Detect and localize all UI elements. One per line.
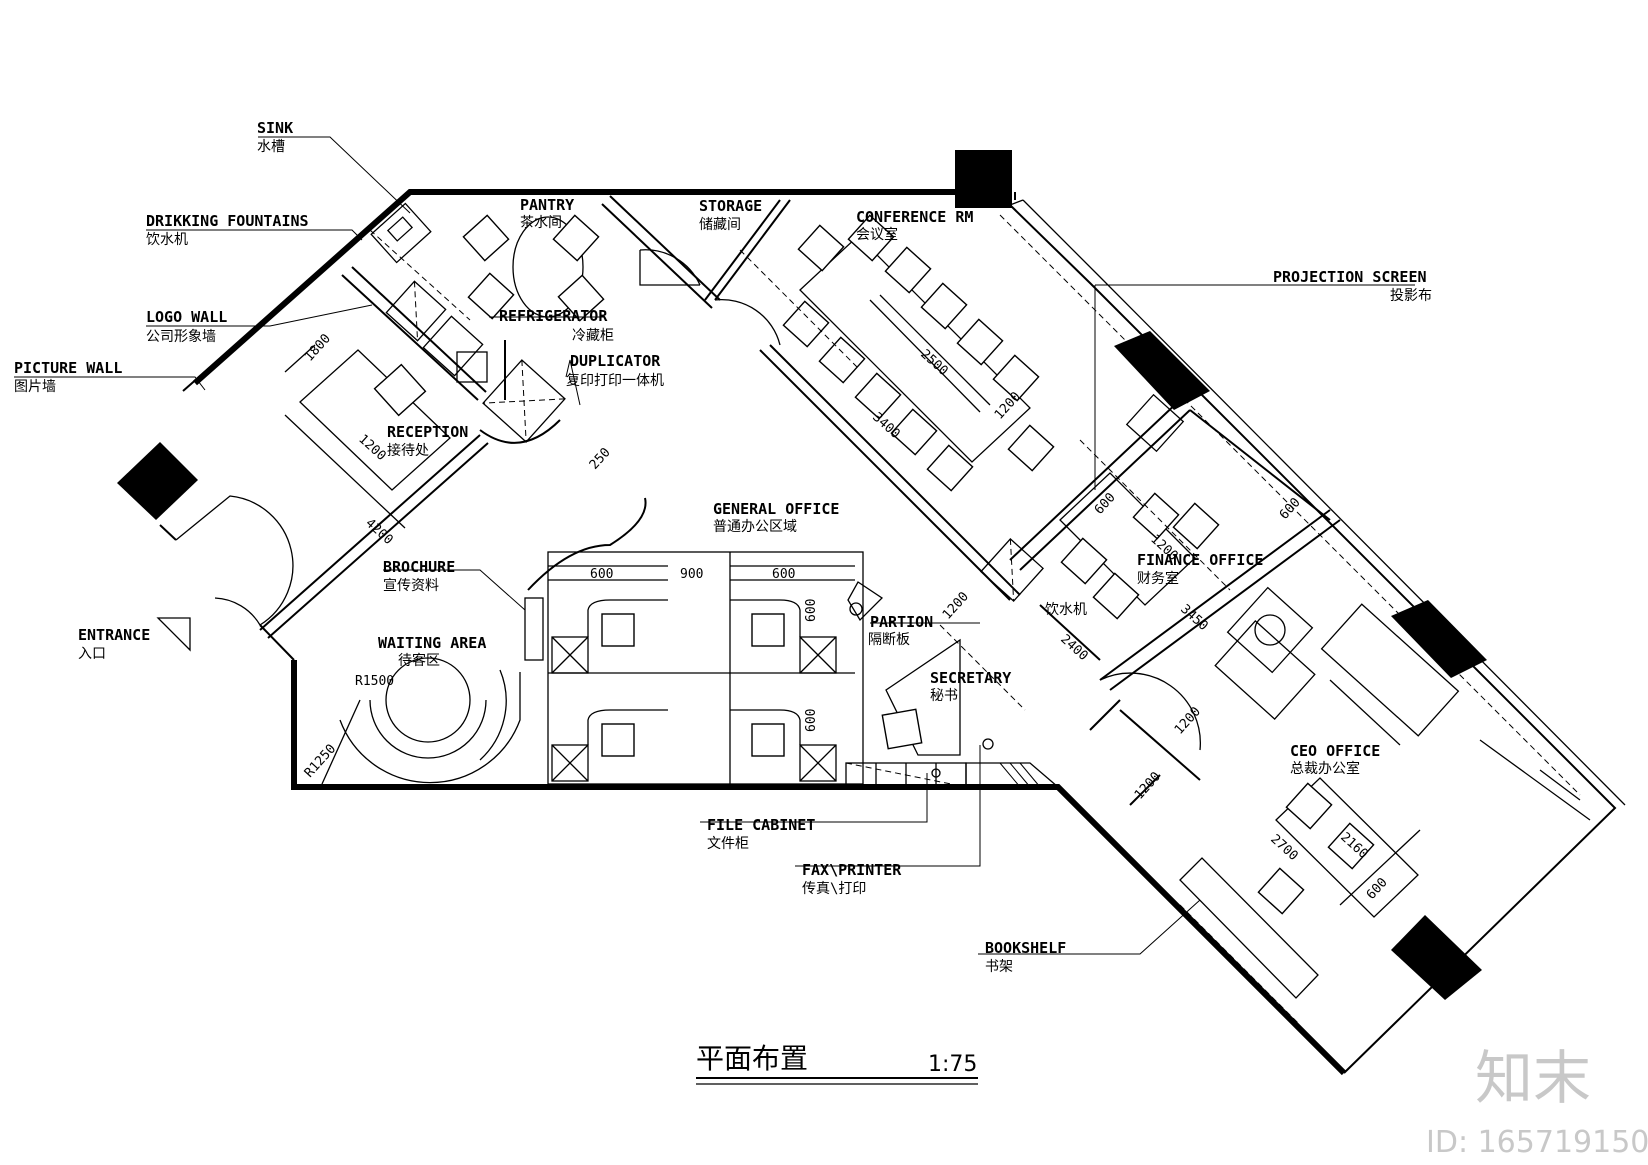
label-bookshelf: BOOKSHELF — [985, 939, 1066, 957]
label-general-office-cn: 普通办公区域 — [713, 519, 797, 535]
label-ceo-cn: 总裁办公室 — [1290, 760, 1360, 777]
dim-900: 900 — [680, 567, 703, 582]
dim-2500: 2500 — [917, 347, 950, 379]
label-partion-cn: 隔断板 — [868, 632, 910, 648]
dim-600-a: 600 — [590, 567, 613, 582]
finance-door — [1099, 672, 1201, 751]
label-picture-wall-cn: 图片墙 — [14, 379, 56, 395]
secretary-area — [881, 624, 1026, 778]
dim-600-d: 600 — [804, 709, 819, 732]
label-pantry-cn: 茶水间 — [520, 215, 562, 231]
column-right-mid — [1391, 600, 1487, 678]
interior-walls — [159, 195, 1341, 806]
finance-office — [980, 393, 1231, 620]
label-projection-cn: 投影布 — [1390, 288, 1432, 304]
leader-lines — [14, 136, 1201, 955]
label-duplicator: DUPLICATOR — [570, 352, 661, 370]
label-fountains-cn: 饮水机 — [146, 232, 188, 248]
dim-600-fin: 600 — [1092, 490, 1119, 517]
label-storage: STORAGE — [699, 197, 762, 215]
dim-600-c: 600 — [804, 599, 819, 622]
watermark-brand: 知末 — [1475, 1044, 1591, 1112]
dim-r1500: R1500 — [355, 674, 394, 689]
entrance-arrow — [156, 617, 191, 652]
column-right-bottom — [1391, 915, 1482, 1000]
label-reception-cn: 接待处 — [387, 442, 429, 459]
label-entrance-cn: 入口 — [78, 646, 106, 662]
label-ceo: CEO OFFICE — [1290, 742, 1380, 760]
label-general-office: GENERAL OFFICE — [713, 500, 839, 518]
file-cabinet-strip — [845, 762, 1060, 788]
outer-walls — [182, 189, 1626, 1076]
label-refrigerator: REFRIGERATOR — [499, 307, 608, 325]
drawing-title: 平面布置 — [696, 1042, 808, 1075]
dim-1200-ceo-b: 1200 — [1132, 769, 1164, 802]
label-sink: SINK — [257, 119, 293, 137]
watermark: 知末 ID: 165719150 — [1426, 1044, 1648, 1160]
dim-r1250: R1250 — [302, 742, 339, 781]
label-logo-wall-cn: 公司形象墙 — [146, 329, 216, 345]
column-left — [117, 442, 198, 520]
label-water-dispenser: 饮水机 — [1045, 602, 1087, 618]
label-waiting-cn: 待客区 — [398, 652, 440, 669]
entrance-door — [175, 495, 294, 626]
label-fountains: DRIKKING FOUNTAINS — [146, 212, 309, 230]
label-refrigerator-cn: 冷藏柜 — [572, 328, 614, 344]
drawing-scale: 1:75 — [928, 1052, 977, 1077]
title-block: 平面布置 1:75 — [696, 1042, 978, 1085]
label-file-cabinet: FILE CABINET — [707, 816, 815, 834]
label-logo-wall: LOGO WALL — [146, 308, 227, 326]
label-pantry: PANTRY — [520, 196, 574, 214]
label-entrance: ENTRANCE — [78, 626, 150, 644]
label-finance: FINANCE OFFICE — [1137, 551, 1263, 569]
general-office — [527, 497, 884, 785]
watermark-id: ID: 165719150 — [1426, 1125, 1648, 1160]
label-storage-cn: 储藏间 — [699, 217, 741, 233]
pantry — [369, 202, 605, 444]
label-sink-cn: 水槽 — [257, 139, 285, 155]
storage-door — [639, 250, 700, 286]
label-conference: CONFERENCE RM — [856, 208, 973, 226]
dim-250: 250 — [587, 445, 614, 472]
dim-600-right: 600 — [1277, 495, 1304, 522]
dim-4200: 4200 — [362, 516, 395, 548]
label-fax: FAX\PRINTER — [802, 861, 902, 879]
label-secretary-cn: 秘书 — [930, 688, 958, 704]
brochure-stand — [524, 597, 544, 661]
waiting-area — [321, 657, 521, 785]
dimension-texts: 600 900 600 600 600 1200 4200 2500 3400 … — [302, 331, 1391, 902]
label-waiting: WAITING AREA — [378, 634, 486, 652]
label-brochure: BROCHURE — [383, 558, 455, 576]
label-partion: PARTION — [870, 613, 933, 631]
label-reception: RECEPTION — [387, 423, 468, 441]
label-bookshelf-cn: 书架 — [985, 959, 1013, 975]
dim-2700: 2700 — [1267, 832, 1300, 864]
label-secretary: SECRETARY — [930, 669, 1011, 687]
column-top — [955, 150, 1012, 208]
label-finance-cn: 财务室 — [1137, 570, 1179, 587]
dim-600-b: 600 — [772, 567, 795, 582]
dim-1200-sec: 1200 — [940, 589, 972, 622]
dim-2400: 2400 — [1057, 632, 1090, 664]
ceo-office — [1179, 586, 1591, 1026]
room-labels: SINK 水槽 DRIKKING FOUNTAINS 饮水机 LOGO WALL… — [14, 119, 1432, 975]
label-fax-cn: 传真\打印 — [802, 880, 866, 897]
label-picture-wall: PICTURE WALL — [14, 359, 122, 377]
label-file-cabinet-cn: 文件柜 — [707, 836, 749, 852]
label-projection: PROJECTION SCREEN — [1273, 268, 1427, 286]
dim-1800: 1800 — [302, 331, 334, 364]
label-conference-cn: 会议室 — [856, 226, 898, 243]
conference-room — [739, 214, 1055, 492]
reception-desk — [284, 344, 451, 529]
column-projection — [1114, 331, 1210, 410]
label-brochure-cn: 宣传资料 — [383, 578, 439, 594]
label-duplicator-cn: 复印打印一体机 — [566, 372, 664, 389]
